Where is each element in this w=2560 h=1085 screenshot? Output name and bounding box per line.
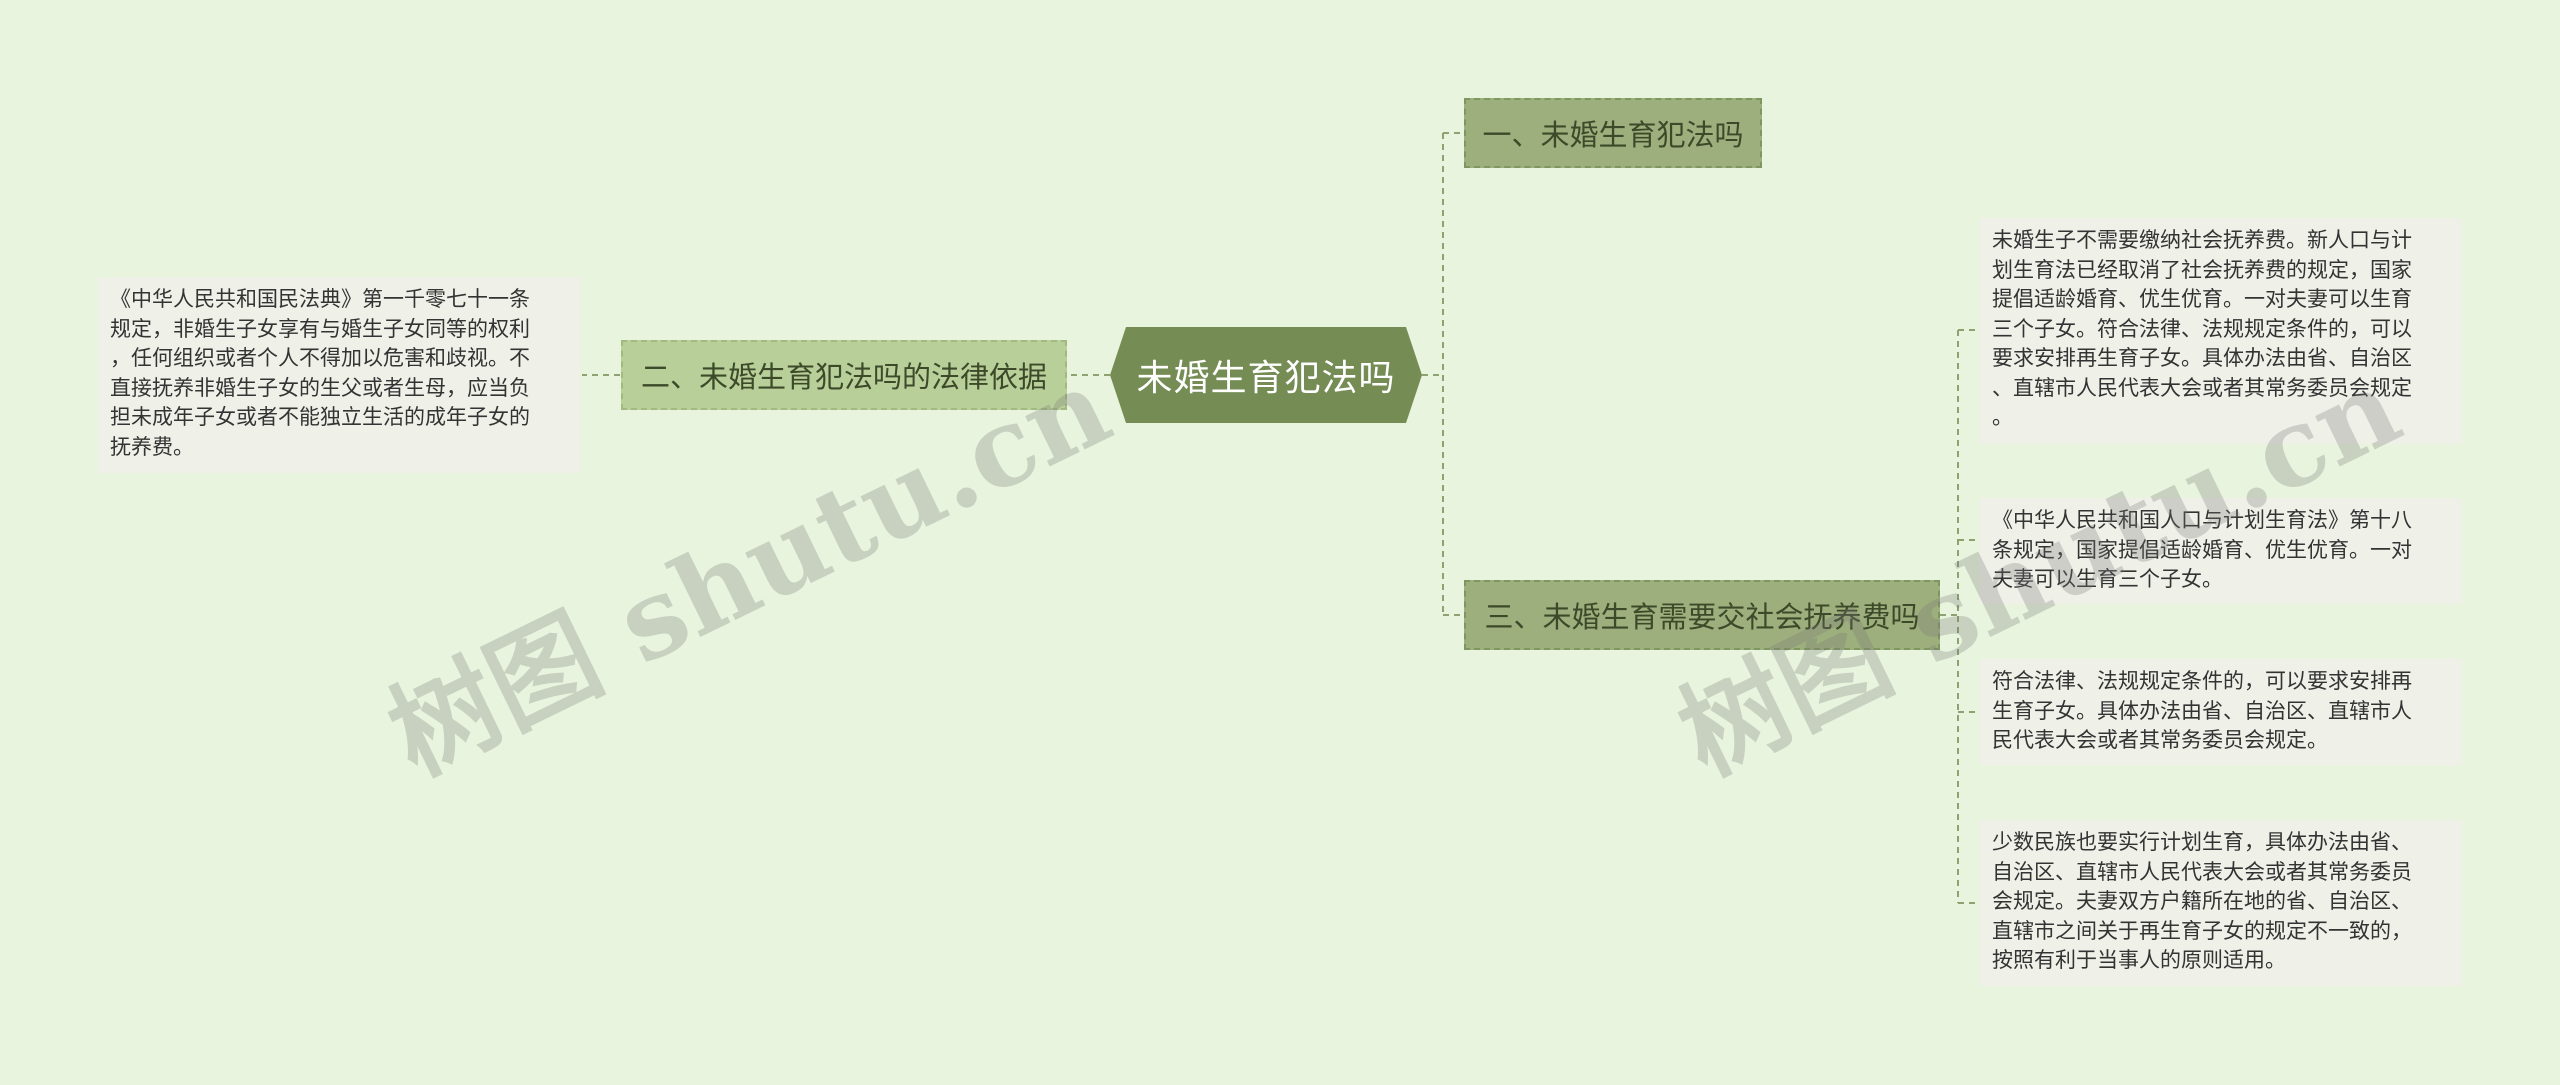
- branch-3-label: 三、未婚生育需要交社会抚养费吗: [1484, 600, 1920, 634]
- leaf-fee-4[interactable]: 少数民族也要实行计划生育，具体办法由省、 自治区、直辖市人民代表大会或者其常务委…: [1980, 820, 2462, 986]
- leaf-law-basis[interactable]: 《中华人民共和国民法典》第一千零七十一条 规定，非婚生子女享有与婚生子女同等的权…: [98, 277, 580, 473]
- branch-3[interactable]: 三、未婚生育需要交社会抚养费吗: [1464, 580, 1940, 650]
- leaf-fee-3[interactable]: 符合法律、法规规定条件的，可以要求安排再 生育子女。具体办法由省、自治区、直辖市…: [1980, 659, 2462, 765]
- leaf-fee-2[interactable]: 《中华人民共和国人口与计划生育法》第十八 条规定，国家提倡适龄婚育、优生优育。一…: [1980, 498, 2462, 604]
- branch-2[interactable]: 二、未婚生育犯法吗的法律依据: [621, 340, 1067, 410]
- connector-branch3-leaves: [1958, 329, 1976, 904]
- root-topic-label: 未婚生育犯法吗: [1136, 358, 1396, 399]
- branch-2-label: 二、未婚生育犯法吗的法律依据: [640, 360, 1047, 394]
- connector-branch3-trunk: [1940, 330, 1959, 903]
- branch-1[interactable]: 一、未婚生育犯法吗: [1464, 98, 1762, 168]
- connector-right-trunk: [1442, 132, 1462, 616]
- branch-1-label: 一、未婚生育犯法吗: [1482, 118, 1744, 152]
- leaf-fee-1[interactable]: 未婚生子不需要缴纳社会抚养费。新人口与计 划生育法已经取消了社会抚养费的规定，国…: [1980, 218, 2462, 444]
- root-topic[interactable]: 未婚生育犯法吗: [1110, 327, 1422, 423]
